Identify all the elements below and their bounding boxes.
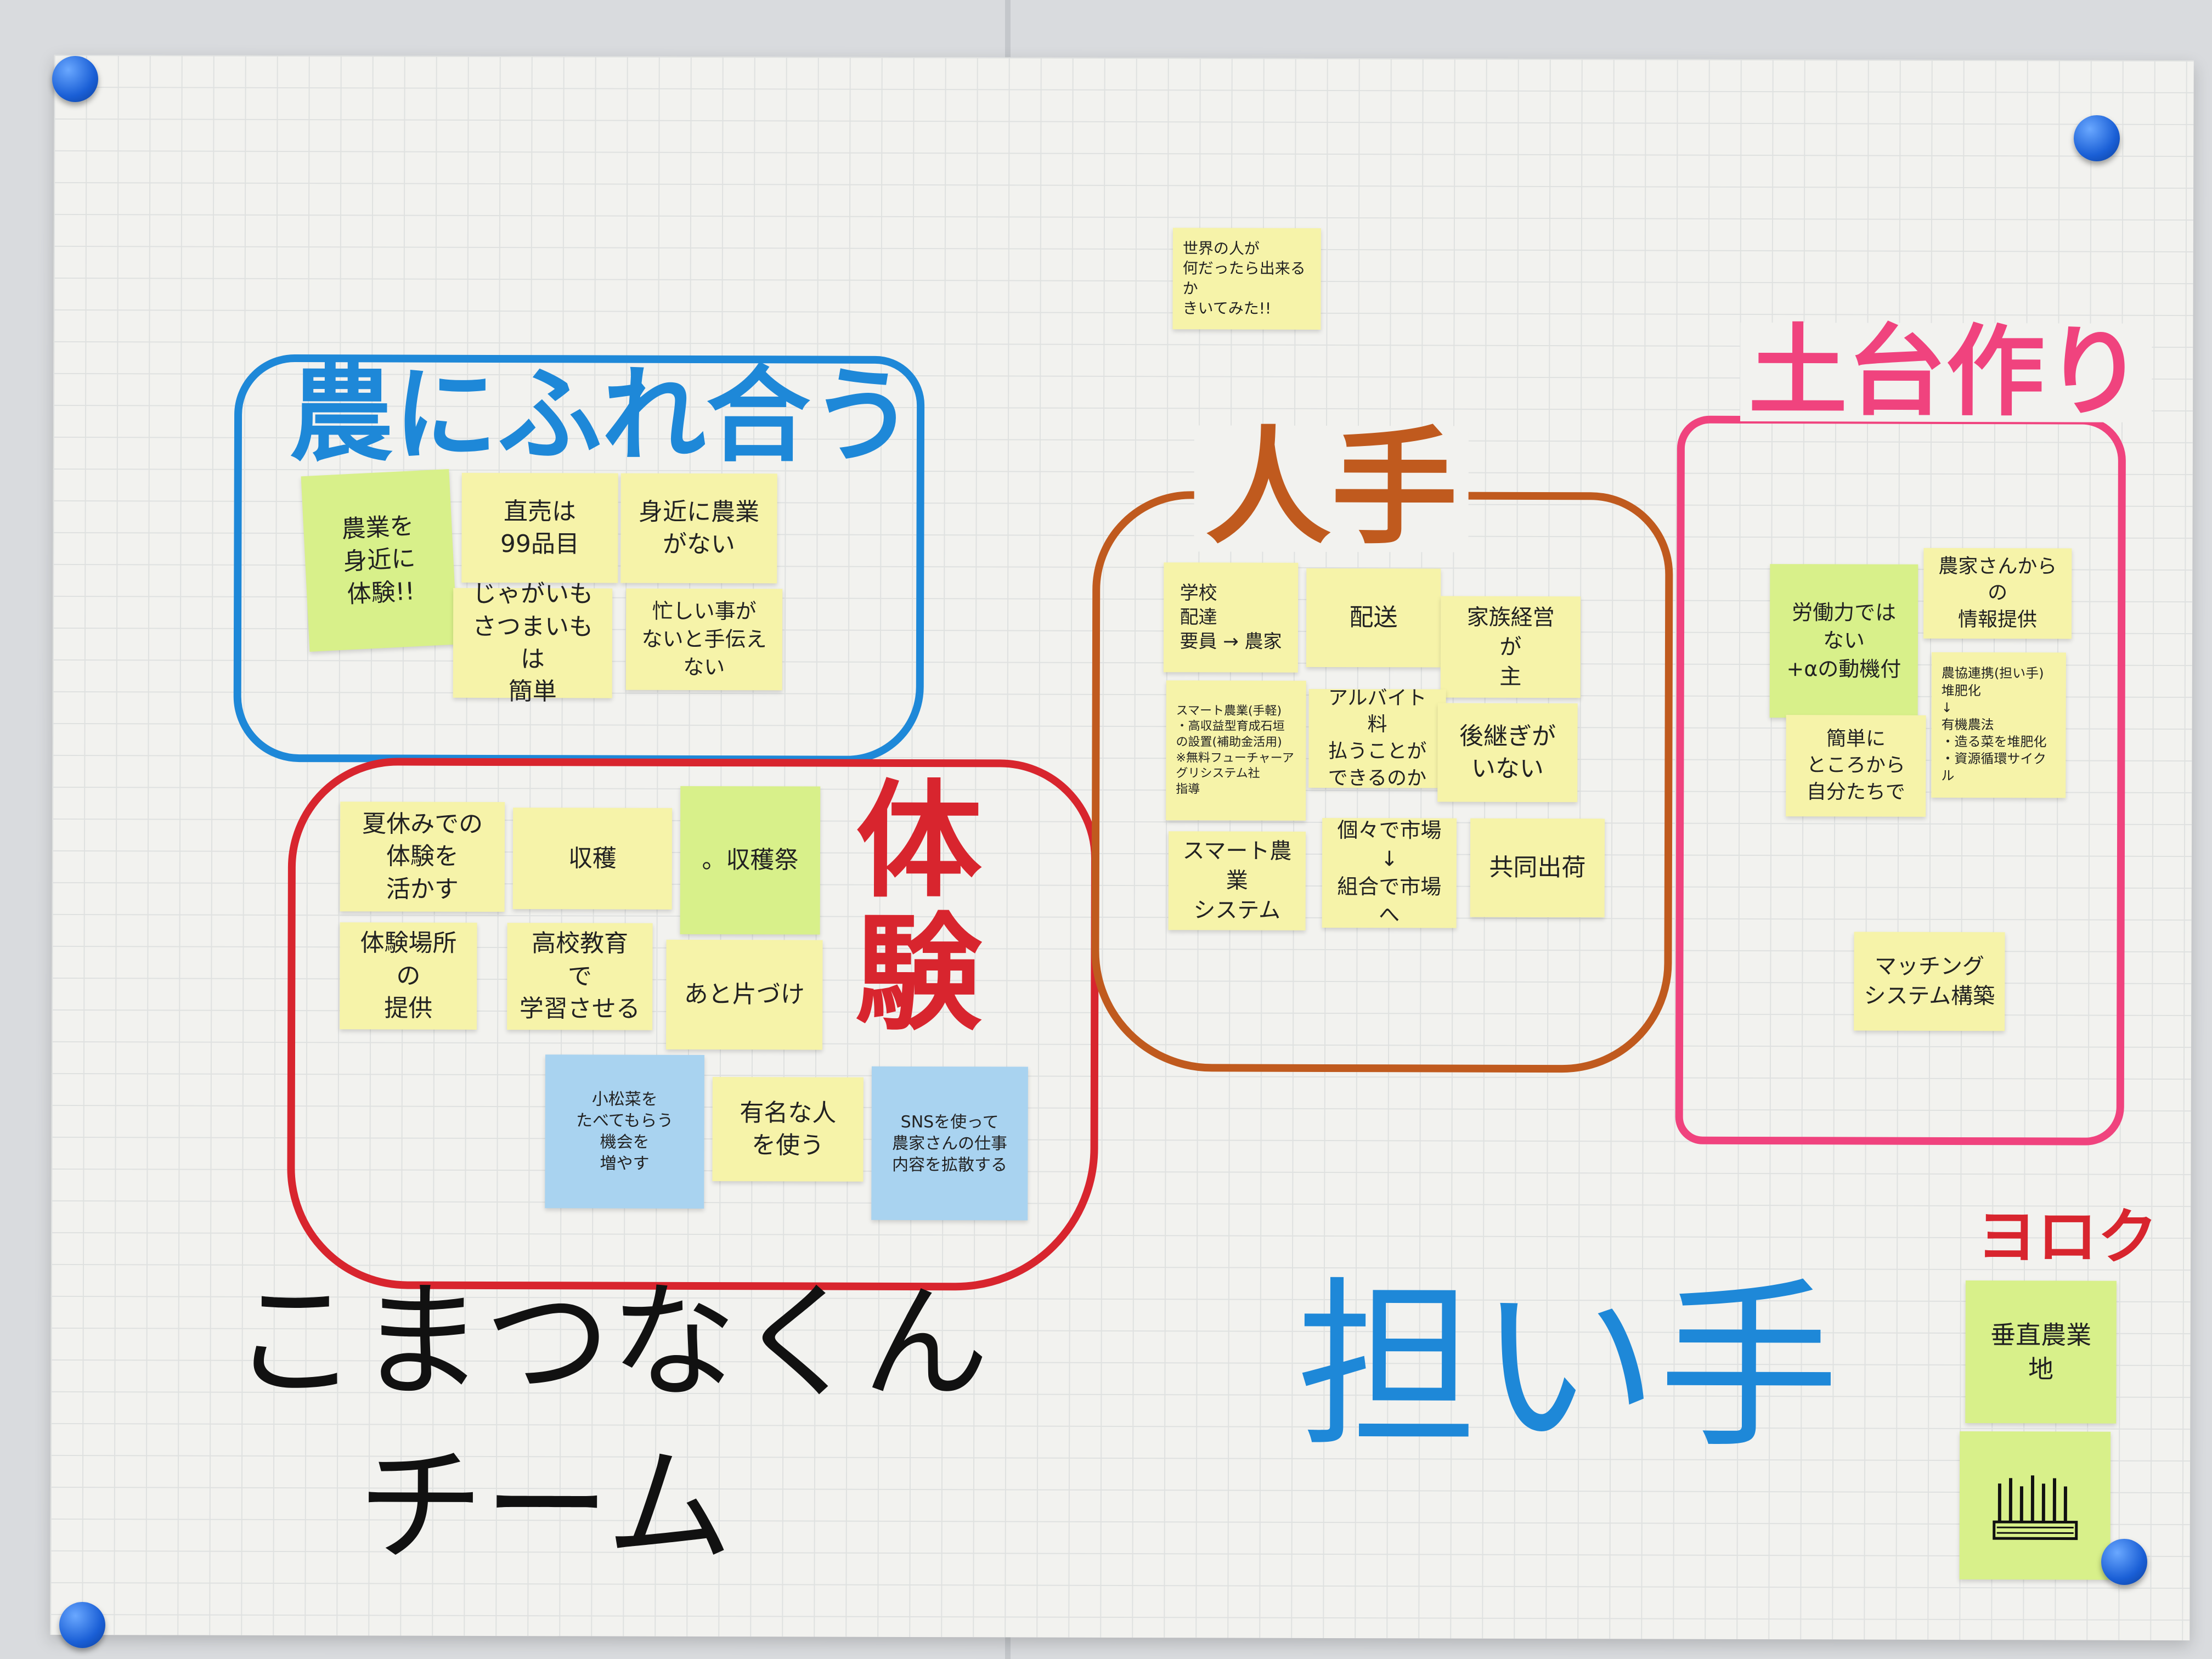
note-hitode-6: 後継ぎが いない — [1437, 703, 1578, 803]
note-taiken-5: 高校教育 で 学習させる — [507, 923, 653, 1030]
magnet-top-right — [2074, 115, 2120, 161]
note-hitode-5: アルバイト料 払うことが できるのか — [1308, 687, 1446, 789]
note-hitode-2: 配送 — [1306, 568, 1441, 668]
note-dodai-3: 簡単に ところから 自分たちで — [1786, 715, 1926, 817]
note-hitode-1: 学校 配達 要員 → 農家 — [1163, 562, 1299, 673]
note-taiken-6: あと片づけ — [666, 939, 823, 1050]
magnet-bottom-right — [2101, 1539, 2147, 1585]
note-top-question: 世界の人が 何だったら出来るか きいてみた!! — [1172, 228, 1321, 330]
heading-fureau: 農にふれ合う — [289, 354, 915, 477]
note-taiken-9: SNSを使って 農家さんの仕事 内容を拡散する — [871, 1066, 1028, 1221]
note-fureau-3: 身近に農業 がない — [620, 473, 777, 584]
note-taiken-1: 夏休みでの 体験を 活かす — [340, 802, 505, 912]
magnet-bottom-left — [59, 1602, 105, 1648]
ninaite-label: 担い手 — [1296, 1261, 1840, 1474]
note-hitode-3: 家族経営 が 主 — [1440, 596, 1581, 698]
note-taiken-8: 有名な人 を使う — [712, 1077, 864, 1182]
sketch-drawing — [1992, 1475, 2078, 1541]
note-taiken-7: 小松菜を たべてもらう 機会を 増やす — [545, 1054, 705, 1209]
team-name-line1: こまつなくん — [232, 1268, 989, 1417]
note-taiken-3: 。収穫祭 — [680, 786, 821, 935]
note-sketch — [1959, 1431, 2111, 1580]
note-vertical-farming: 垂直農業 地 — [1965, 1280, 2117, 1424]
heading-taiken: 体験 — [855, 768, 983, 1048]
heading-dodai: 土台作り — [1740, 314, 2152, 430]
team-name-line2: チーム — [357, 1433, 733, 1581]
yoroku-label: ヨロク — [1976, 1201, 2158, 1272]
poster-paper: 世界の人が 何だったら出来るか きいてみた!! 農にふれ合う 農業を 身近に 体… — [50, 54, 2194, 1641]
note-hitode-4: スマート農業(手軽) ・高収益型育成石垣 の設置(補助金活用) ※無料フューチャ… — [1166, 680, 1306, 821]
note-taiken-2: 収穫 — [512, 808, 673, 910]
note-fureau-2: 直売は 99品目 — [461, 472, 618, 583]
note-hitode-8: 個々で市場 ↓ 組合で市場へ — [1322, 817, 1457, 928]
note-fureau-1: 農業を 身近に 体験!! — [301, 469, 458, 652]
note-hitode-7: スマート農業 システム — [1168, 831, 1306, 930]
note-dodai-4: 農協連携(担い手) 堆肥化 ↓ 有機農法 ・造る菜を堆肥化 ・資源循環サイクル — [1931, 652, 2066, 798]
magnet-top-left — [52, 56, 98, 102]
note-taiken-4: 体験場所 の 提供 — [340, 922, 477, 1030]
note-dodai-5: マッチング システム構築 — [1854, 932, 2005, 1031]
note-fureau-5: 忙しい事が ないと手伝えない — [625, 588, 783, 691]
note-dodai-2: 農家さんからの 情報提供 — [1923, 548, 2072, 639]
note-fureau-4: じゃがいも さつまいもは 簡単 — [453, 580, 613, 706]
note-hitode-9: 共同出荷 — [1470, 818, 1605, 918]
heading-hitode: 人手 — [1194, 415, 1469, 562]
note-dodai-1: 労働力では ない +αの動機付 — [1769, 564, 1918, 718]
